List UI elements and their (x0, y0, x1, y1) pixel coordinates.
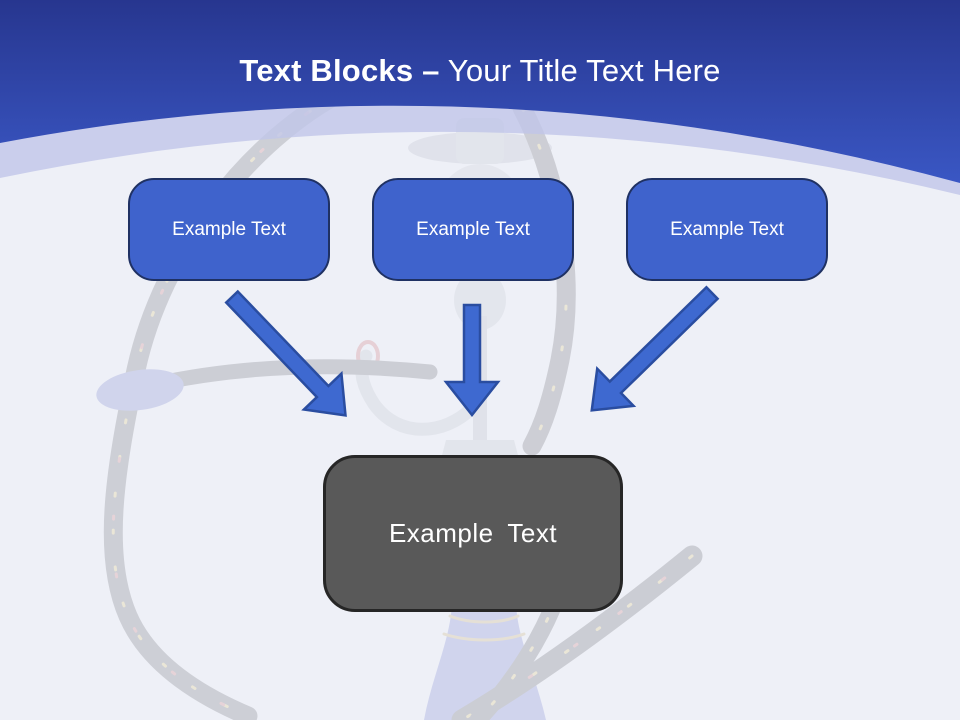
slide-title[interactable]: Text Blocks – Your Title Text Here (0, 52, 960, 90)
arrow-down-right-icon[interactable] (213, 279, 364, 433)
slide-title-regular: Your Title Text Here (447, 53, 721, 88)
slide-title-bold: Text Blocks – (239, 53, 440, 88)
arrow-down-left-icon[interactable] (574, 274, 731, 429)
text-block-3-label: Example Text (670, 218, 784, 240)
header-curve-main (0, 0, 960, 183)
result-block-label: Example Text (388, 518, 558, 548)
result-block[interactable]: Example Text (323, 455, 623, 612)
text-block-1-label: Example Text (172, 218, 286, 240)
text-block-1[interactable]: Example Text (128, 178, 330, 281)
text-block-2[interactable]: Example Text (372, 178, 574, 281)
arrow-down-icon[interactable] (443, 303, 501, 418)
header-banner (0, 0, 960, 195)
text-block-3[interactable]: Example Text (626, 178, 828, 281)
text-block-2-label: Example Text (416, 218, 530, 240)
